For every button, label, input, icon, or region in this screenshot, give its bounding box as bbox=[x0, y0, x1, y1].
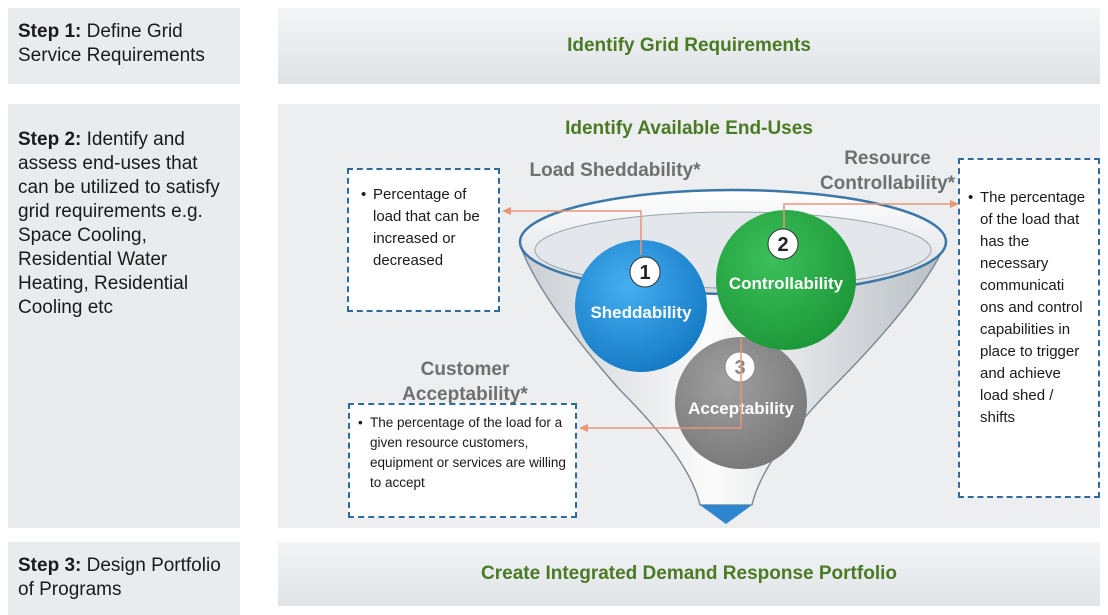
connector-sheddability bbox=[508, 210, 642, 255]
resource-controllability-note: • The percentage of the load that has th… bbox=[958, 158, 1100, 498]
badge-2-circle bbox=[767, 228, 799, 260]
load-sheddability-note: • Percentage of load that can be increas… bbox=[347, 168, 500, 312]
step-1-text: Define Grid Service Requirements bbox=[18, 21, 205, 66]
badge-3-number: 3 bbox=[734, 357, 745, 379]
load-sheddability-text: Percentage of load that can be increased… bbox=[373, 186, 480, 269]
top-band: Identify Grid Requirements bbox=[278, 8, 1100, 84]
customer-title-line1: Customer bbox=[420, 359, 510, 380]
middle-band-title: Identify Available End-Uses bbox=[565, 118, 813, 139]
connector-controllability-arrowhead bbox=[950, 200, 959, 208]
badge-1-circle bbox=[629, 256, 661, 288]
badge-1-number: 1 bbox=[639, 262, 650, 284]
down-arrow-icon bbox=[700, 505, 752, 524]
resource-title-line1: Resource bbox=[844, 148, 931, 169]
resource-controllability-text: The percentage of the load that has the … bbox=[980, 189, 1086, 426]
step-2-label: Step 2: bbox=[18, 129, 82, 150]
step-3-text: Design Portfolio of Programs bbox=[18, 555, 221, 600]
badge-2-number: 2 bbox=[777, 234, 788, 256]
circle-sheddability bbox=[575, 240, 707, 372]
connector-controllability bbox=[783, 203, 953, 228]
circle-controllability bbox=[716, 210, 856, 350]
step-1-box: Step 1: Define Grid Service Requirements bbox=[8, 8, 240, 84]
bullet-icon: • bbox=[361, 186, 367, 203]
connector-sheddability-arrowhead bbox=[502, 207, 511, 215]
customer-acceptability-note: • The percentage of the load for a given… bbox=[348, 403, 577, 518]
bullet-icon: • bbox=[358, 415, 363, 430]
resource-title-line2: Controllability* bbox=[819, 173, 956, 194]
connector-acceptability bbox=[585, 338, 742, 429]
connector-acceptability-arrowhead bbox=[579, 424, 588, 432]
load-sheddability-title: Load Sheddability* bbox=[529, 160, 701, 181]
bottom-band-title: Create Integrated Demand Response Portfo… bbox=[481, 563, 897, 584]
customer-title-line2: Acceptability* bbox=[402, 384, 528, 405]
step-3-box: Step 3: Design Portfolio of Programs bbox=[8, 542, 240, 615]
bullet-icon: • bbox=[968, 189, 974, 206]
resource-controllability-title: Resource Controllability* bbox=[800, 146, 975, 196]
customer-acceptability-text: The percentage of the load for a given r… bbox=[370, 415, 566, 490]
bottom-band: Create Integrated Demand Response Portfo… bbox=[278, 542, 1100, 606]
step-3-label: Step 3: bbox=[18, 555, 82, 576]
customer-acceptability-title: Customer Acceptability* bbox=[395, 357, 535, 407]
step-2-box: Step 2: Identify and assess end-uses tha… bbox=[8, 104, 240, 528]
step-1-label: Step 1: bbox=[18, 21, 82, 42]
top-band-title: Identify Grid Requirements bbox=[567, 35, 811, 56]
circle-1-label: Sheddability bbox=[590, 303, 692, 322]
circle-2-label: Controllability bbox=[729, 274, 844, 293]
badge-3-circle bbox=[724, 351, 756, 383]
step-2-text: Identify and assess end-uses that can be… bbox=[18, 129, 220, 318]
